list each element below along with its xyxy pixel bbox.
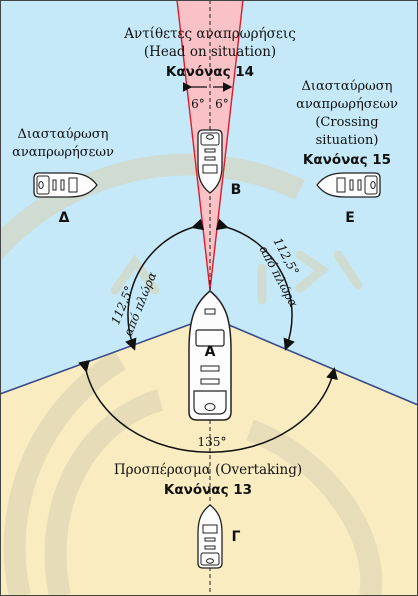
head-on-rule: Κανόνας 14 xyxy=(166,64,254,80)
crossing-left-line1: Διασταύρωση xyxy=(18,127,109,142)
own-ship-hatch-2 xyxy=(200,378,220,385)
overtaking-rule: Κανόνας 13 xyxy=(164,482,252,498)
stern-arc-label: 135° xyxy=(198,435,227,449)
own-ship-stern-house xyxy=(193,390,227,415)
ship-e-label: Ε xyxy=(345,210,355,226)
ship-d xyxy=(33,172,98,198)
crossing-right-rule: Κανόνας 15 xyxy=(303,152,391,168)
head-on-title-greek: Αντίθετες αναπρωρήσεις xyxy=(123,26,296,42)
crossing-right-line4: situation) xyxy=(316,133,379,148)
head-on-left-line xyxy=(176,0,211,291)
ship-b-label: Β xyxy=(231,182,242,198)
overtaking-title: Προσπέρασμα (Overtaking) xyxy=(114,462,302,478)
own-ship-bow-hatch xyxy=(204,308,216,315)
stern-arc-arrow xyxy=(78,359,338,454)
stern-sector-area xyxy=(0,317,418,596)
right-arc-arrow xyxy=(215,218,295,351)
head-on-title-english: (Head on situation) xyxy=(144,44,276,60)
ship-g-label: Γ xyxy=(232,529,241,545)
own-ship-hatch-1 xyxy=(200,365,220,372)
left-arc-arrow xyxy=(125,218,205,351)
crossing-right-line1: Διασταύρωση xyxy=(302,79,393,94)
crossing-right-line3: (Crossing xyxy=(315,115,378,130)
ship-g xyxy=(197,504,223,569)
angle-label-right: 6° xyxy=(215,97,229,111)
own-ship-bridge xyxy=(195,329,225,347)
angle-label-left: 6° xyxy=(191,97,205,111)
ship-b xyxy=(197,129,223,194)
own-ship-label: Α xyxy=(205,344,216,360)
own-ship-funnel xyxy=(204,403,216,411)
head-on-right-line xyxy=(209,0,244,291)
crossing-left-line2: αναπρωρήσεων xyxy=(12,145,114,160)
ship-d-label: Δ xyxy=(59,210,70,226)
own-ship-hull xyxy=(188,290,232,421)
own-ship-a xyxy=(188,290,232,421)
ship-e xyxy=(316,172,381,198)
crossing-right-line2: αναπρωρήσεων xyxy=(296,97,398,112)
